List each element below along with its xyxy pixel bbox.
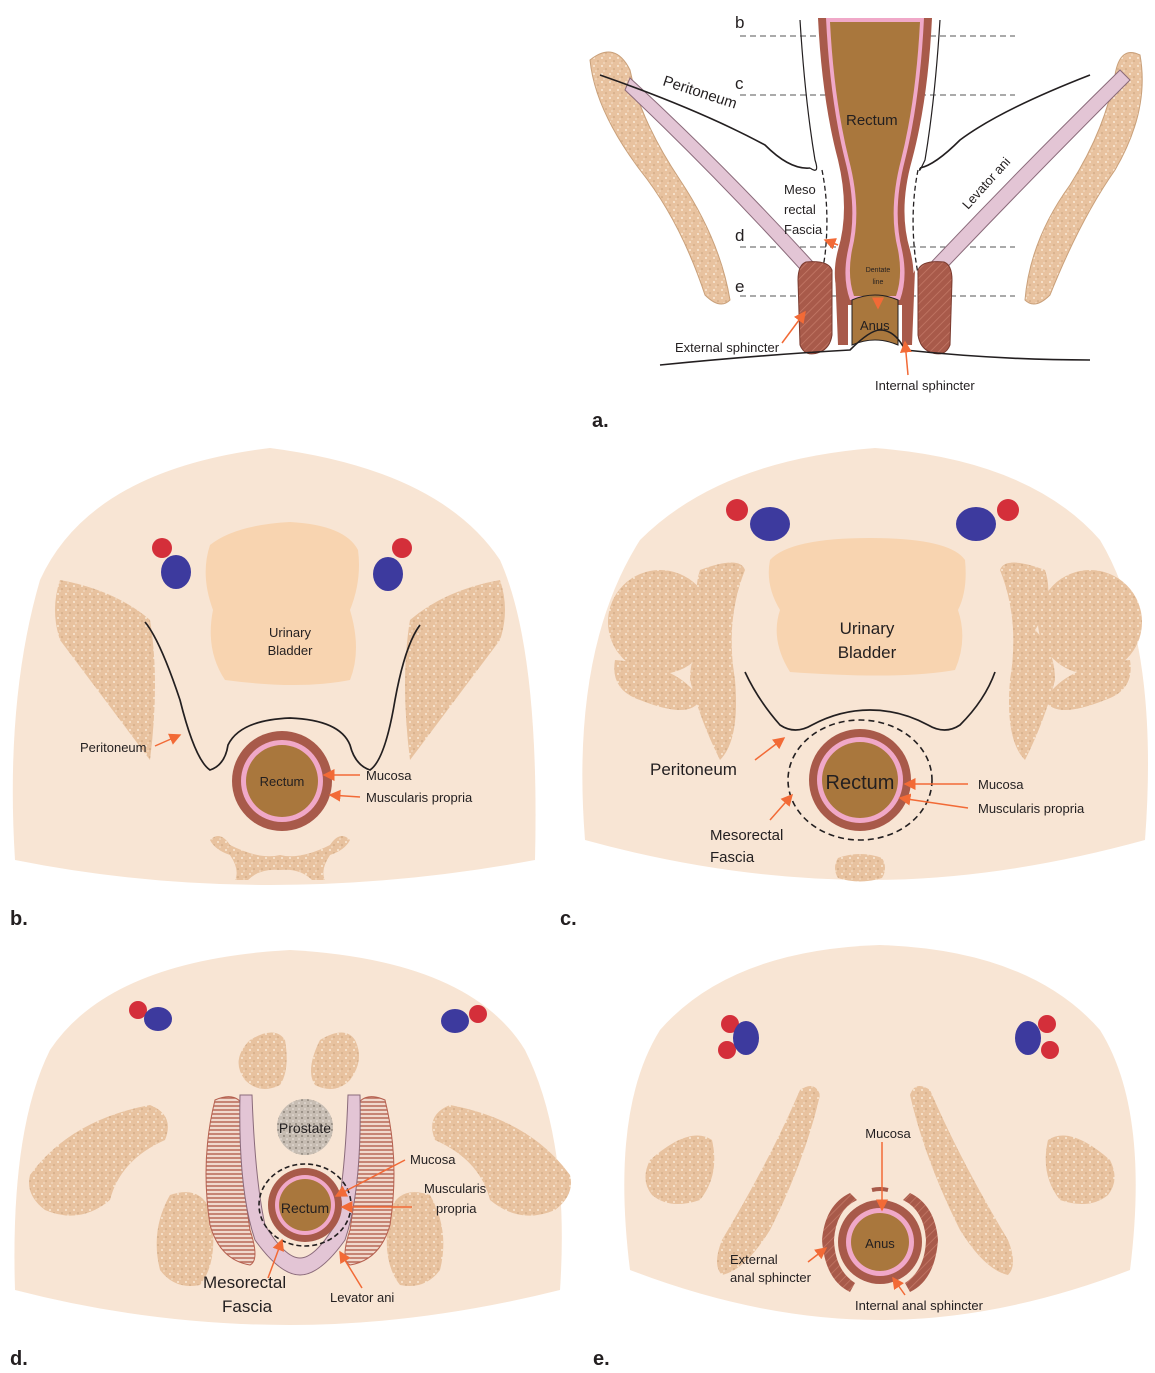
panel-letter-b: b. <box>10 908 28 930</box>
internal-label-e: Internal anal sphincter <box>855 1298 984 1313</box>
peritoneum-label-b: Peritoneum <box>80 740 146 755</box>
meso-label-2-d: Fascia <box>222 1297 273 1316</box>
prostate-label-d: Prostate <box>279 1120 331 1136</box>
external-sphincter-label-a: External sphincter <box>675 340 780 355</box>
muscularis-label-1-d: Muscularis <box>424 1181 487 1196</box>
artery-right-d <box>469 1005 487 1023</box>
mucosa-label-b: Mucosa <box>366 768 412 783</box>
panel-letter-a: a. <box>592 410 609 432</box>
meso-label-3: Fascia <box>784 222 823 237</box>
panel-letter-d: d. <box>10 1348 28 1370</box>
vein-right-d <box>441 1009 469 1033</box>
artery-right-e-1 <box>1038 1015 1056 1033</box>
bladder-label-2-b: Bladder <box>268 643 313 658</box>
meso-label-1-d: Mesorectal <box>203 1273 286 1292</box>
artery-right-c <box>997 499 1019 521</box>
panel-e: Mucosa Anus External anal sphincter Inte… <box>593 945 1136 1370</box>
coccyx-c <box>835 854 885 882</box>
vein-right-e <box>1015 1021 1041 1055</box>
external-label-2-e: anal sphincter <box>730 1270 812 1285</box>
ischium-right-d <box>387 1192 444 1286</box>
arrow-meso-a <box>825 240 838 245</box>
mucosa-label-c: Mucosa <box>978 777 1024 792</box>
rectum-label-c: Rectum <box>826 772 895 794</box>
artery-left-e-2 <box>718 1041 736 1059</box>
level-label-d: d <box>735 226 744 245</box>
vein-left-c <box>750 507 790 541</box>
peritoneum-label-a: Peritoneum <box>661 73 739 113</box>
mucosa-label-e: Mucosa <box>865 1126 911 1141</box>
urinary-bladder-b <box>206 522 359 685</box>
anus-label-a: Anus <box>860 318 890 333</box>
bladder-label-1-b: Urinary <box>269 625 311 640</box>
level-label-e: e <box>735 277 744 296</box>
muscularis-label-c: Muscularis propria <box>978 801 1085 816</box>
panel-letter-e: e. <box>593 1348 610 1370</box>
vein-left-b <box>161 555 191 589</box>
meso-label-2-c: Fascia <box>710 849 755 866</box>
panel-letter-c: c. <box>560 908 577 930</box>
rectum-label-a: Rectum <box>846 112 898 129</box>
meso-label-2: rectal <box>784 202 816 217</box>
vein-left-e <box>733 1021 759 1055</box>
meso-label-1: Meso <box>784 182 816 197</box>
bladder-label-2-c: Bladder <box>838 643 897 662</box>
muscularis-label-2-d: propria <box>436 1201 477 1216</box>
arrow-internal-a <box>905 342 908 375</box>
internal-sphincter-label-a: Internal sphincter <box>875 378 975 393</box>
meso-label-1-c: Mesorectal <box>710 827 783 844</box>
external-label-1-e: External <box>730 1252 778 1267</box>
rectum-label-d: Rectum <box>281 1200 329 1216</box>
artery-left-d <box>129 1001 147 1019</box>
pelvic-bone-right <box>1025 53 1142 305</box>
level-label-b: b <box>735 13 744 32</box>
dentate-label-1: Dentate <box>866 267 891 274</box>
artery-right-b <box>392 538 412 558</box>
external-sphincter-left-a <box>798 262 832 354</box>
level-label-c: c <box>735 74 744 93</box>
anus-label-e: Anus <box>865 1236 895 1251</box>
dentate-label-2: line <box>873 279 884 286</box>
femoral-head-right-c <box>1038 570 1142 674</box>
vein-right-b <box>373 557 403 591</box>
external-sphincter-right-a <box>918 262 952 354</box>
peritoneum-label-c: Peritoneum <box>650 760 737 779</box>
panel-a: b c d e Peritoneum Rectum Meso rectal Fa… <box>590 13 1142 432</box>
panel-d: Prostate Rectum Mucosa Muscularis propri… <box>10 950 571 1370</box>
artery-left-c <box>726 499 748 521</box>
external-sphincter-top-e <box>872 1189 888 1190</box>
levator-label-d: Levator ani <box>330 1290 394 1305</box>
peritoneum-line-a-right <box>920 75 1090 168</box>
artery-left-b <box>152 538 172 558</box>
artery-right-e-2 <box>1041 1041 1059 1059</box>
ischium-left-d <box>157 1192 214 1286</box>
mucosa-label-d: Mucosa <box>410 1152 456 1167</box>
rectum-label-b: Rectum <box>260 774 305 789</box>
muscularis-label-b: Muscularis propria <box>366 790 473 805</box>
vein-right-c <box>956 507 996 541</box>
bladder-label-1-c: Urinary <box>840 619 895 638</box>
panel-b: Urinary Bladder Peritoneum Rectum Mucosa… <box>10 448 536 930</box>
panel-c: Urinary Bladder Peritoneum Rectum Mucosa… <box>560 448 1148 930</box>
vein-left-d <box>144 1007 172 1031</box>
